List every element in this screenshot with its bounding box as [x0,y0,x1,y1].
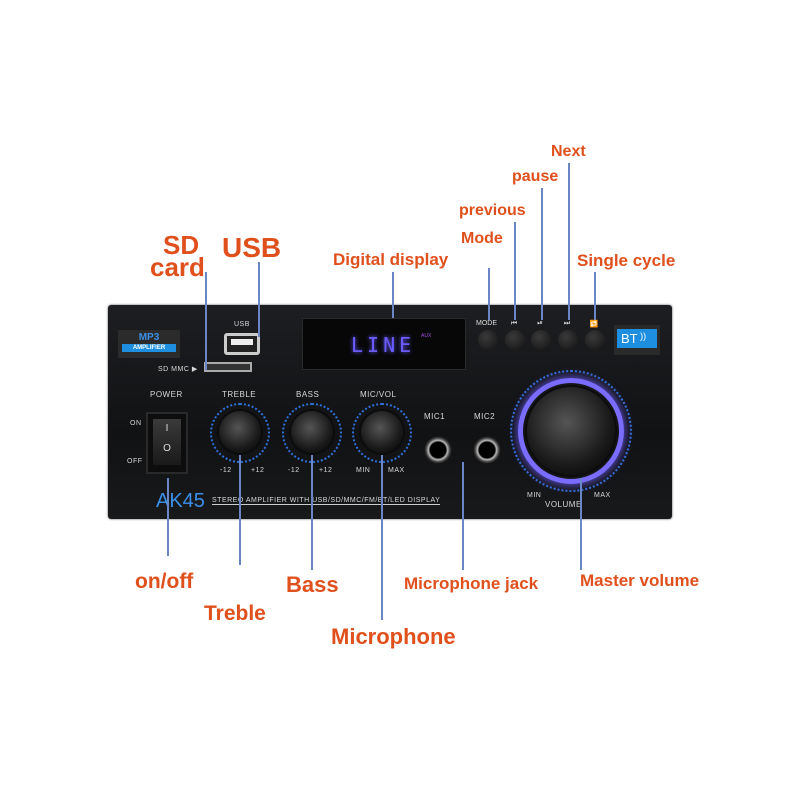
mic-volume-knob[interactable] [361,411,403,453]
usb-label: USB [234,321,250,328]
micvol-max: MAX [388,467,405,474]
leader-sd [205,272,207,370]
callout-master-volume: Master volume [580,571,700,590]
bt-text: BT [621,331,638,346]
callout-mode: Mode [461,230,503,247]
treble-min: -12 [220,467,232,474]
bt-label: BT )) [617,329,657,348]
sd-label: SD MMC ▶ [158,366,198,373]
master-volume-knob[interactable] [527,387,615,475]
badge-bottom: AMPLIFIER [122,344,176,352]
leader-on-off [167,478,169,556]
power-label: POWER [150,390,183,399]
callout-treble: Treble [204,602,266,625]
model-description: STEREO AMPLIFIER WITH USB/SD/MMC/FM/BT/L… [212,497,441,505]
sd-card-slot[interactable] [204,362,252,372]
switch-on-mark: I [165,423,169,434]
micvol-min: MIN [356,467,371,474]
display-aux: AUX [421,333,432,339]
digital-display: LINE AUX [302,318,466,370]
usb-port[interactable] [224,333,260,355]
leader-pause [541,188,543,320]
leader-bass [311,455,313,570]
off-label: OFF [127,458,143,465]
bt-badge: BT )) [614,325,660,355]
treble-max: +12 [251,467,265,474]
callout-sd: SD [163,230,200,260]
repeat-icon: 🔁 [589,321,599,328]
callout-single-cycle: Single cycle [577,251,676,270]
previous-icon: ⏮ [510,320,518,327]
callout-on-off: on/off [135,570,194,593]
leader-mic-jack [462,462,464,570]
power-switch[interactable]: I O [146,412,188,474]
mode-button[interactable] [478,330,498,350]
on-label: ON [130,420,142,427]
bass-knob[interactable] [291,411,333,453]
callout-microphone: Microphone [331,624,456,649]
micvol-label: MIC/VOL [360,390,397,399]
volume-ring-light [518,378,624,484]
bass-max: +12 [319,467,333,474]
play-pause-button[interactable] [531,330,551,350]
single-cycle-button[interactable] [585,330,605,350]
mic2-jack[interactable] [473,436,501,464]
next-icon: ⏭ [563,320,571,327]
bass-min: -12 [288,467,300,474]
callout-pause: pause [512,168,559,185]
leader-mode [488,268,490,320]
treble-label: TREBLE [222,390,257,399]
display-text: LINE [351,333,416,357]
leader-microphone [381,455,383,620]
badge-top: MP3 [138,332,160,343]
leader-next [568,163,570,320]
mic2-label: MIC2 [474,412,496,421]
mic1-label: MIC1 [424,412,446,421]
volume-scale [510,370,632,492]
volume-min: MIN [527,492,542,499]
bass-label: BASS [296,390,320,399]
callout-next: Next [551,143,586,160]
callout-previous: previous [459,202,526,219]
callout-digital-display: Digital display [333,250,449,269]
previous-button[interactable] [505,330,525,350]
model-name: AK45 [156,490,205,512]
leader-cycle [594,272,596,320]
mic1-jack[interactable] [424,436,452,464]
mp3-badge: MP3 AMPLIFIER [118,330,180,358]
treble-knob[interactable] [219,411,261,453]
wifi-icon: )) [637,331,647,341]
volume-max: MAX [594,492,611,499]
leader-usb [258,262,260,337]
callout-card: card [150,252,205,282]
callout-microphone-jack: Microphone jack [404,574,539,593]
play-pause-icon: ⏯ [537,320,543,327]
mode-label: MODE [476,320,497,327]
leader-treble [239,455,241,565]
leader-previous [514,222,516,320]
switch-off-mark: O [163,443,171,454]
next-button[interactable] [558,330,578,350]
callout-bass: Bass [286,572,339,597]
callout-usb: USB [222,232,282,263]
leader-display [392,272,394,318]
leader-volume [580,478,582,570]
volume-label: VOLUME [545,500,582,509]
